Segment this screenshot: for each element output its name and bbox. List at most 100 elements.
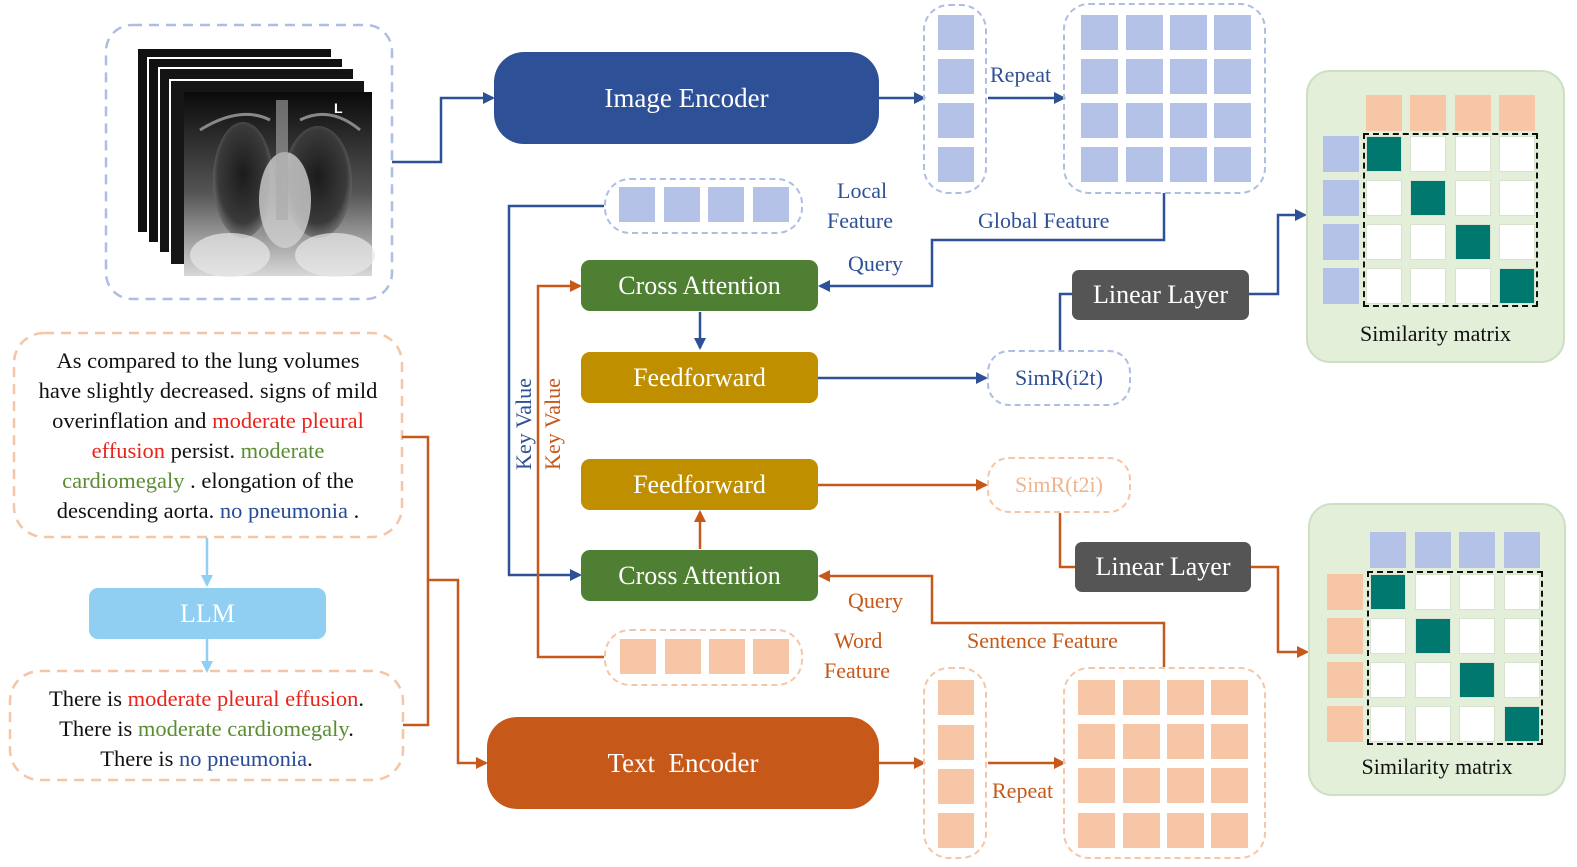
simr-t2i-box: SimR(t2i): [987, 457, 1131, 513]
global-feature-cell: [1214, 59, 1251, 94]
similarity-header-cell: [1323, 136, 1359, 172]
similarity-header-cell: [1366, 95, 1402, 131]
report-line-6: descending aorta. no pneumonia .: [14, 496, 402, 526]
report-text: overinflation and: [52, 408, 213, 433]
global-feature-cell: [1126, 15, 1163, 50]
global-feature-cell: [1214, 103, 1251, 138]
repeat-label-bottom: Repeat: [992, 778, 1054, 803]
local-feature-cell: [619, 187, 655, 222]
query-label-top: Query: [848, 251, 903, 276]
global-feature-label: Global Feature: [978, 208, 1110, 233]
global-feature-cell: [1126, 147, 1163, 182]
similarity-diagonal-cell: [1370, 574, 1406, 610]
global-feature-cell: [1170, 15, 1207, 50]
similarity-cell: [1366, 224, 1402, 260]
finding-pneumonia: no pneumonia: [219, 498, 348, 523]
report-text: There is: [48, 686, 128, 711]
sentence-feature-cell: [1167, 680, 1204, 715]
sentence-feature-label: Sentence Feature: [967, 628, 1118, 653]
similarity-diagonal-cell: [1366, 136, 1402, 172]
local-feature-cell: [708, 187, 744, 222]
similarity-diagonal-frame: [1363, 133, 1538, 307]
text-feature-cell: [938, 769, 974, 804]
similarity-cell: [1459, 706, 1495, 742]
similarity-cell: [1504, 662, 1540, 698]
report-text: .: [347, 498, 360, 523]
local-feature-cell: [753, 187, 789, 222]
local-feature-cell: [664, 187, 700, 222]
similarity-header-cell: [1415, 532, 1451, 568]
similarity-header-cell: [1323, 224, 1359, 260]
similarity-cell: [1415, 662, 1451, 698]
original-report-text: As compared to the lung volumes have sli…: [14, 346, 402, 526]
similarity-header-cell: [1327, 706, 1363, 742]
similarity-diagonal-cell: [1455, 224, 1491, 260]
similarity-cell: [1410, 136, 1446, 172]
xray-front-image: [184, 92, 375, 277]
similarity-header-cell: [1327, 574, 1363, 610]
report-line-5: cardiomegaly . elongation of the: [14, 466, 402, 496]
similarity-header-cell: [1327, 618, 1363, 654]
similarity-header-cell: [1410, 95, 1446, 131]
global-feature-cell: [1170, 147, 1207, 182]
similarity-header-cell: [1327, 662, 1363, 698]
similarity-cell: [1370, 662, 1406, 698]
query-label-bottom: Query: [848, 588, 903, 613]
cross-attention-bottom-block: Cross Attention: [581, 550, 818, 601]
image-encoder-block: Image Encoder: [494, 52, 879, 144]
image-feature-cell: [938, 103, 974, 138]
sentence-feature-cell: [1078, 813, 1115, 848]
local-feature-label-line1: Local: [837, 178, 888, 203]
similarity-matrix-bottom-label: Similarity matrix: [1361, 754, 1513, 779]
cross-attention-top-block: Cross Attention: [581, 260, 818, 311]
global-feature-cell: [1126, 103, 1163, 138]
word-feature-row-frame: [604, 629, 803, 686]
similarity-cell: [1499, 136, 1535, 172]
image-feature-cell: [938, 15, 974, 50]
key-value-label-orange: Key Value: [540, 378, 565, 470]
report-text: .: [348, 716, 354, 741]
similarity-header-cell: [1504, 532, 1540, 568]
structured-line-3: There is no pneumonia.: [10, 744, 403, 774]
similarity-cell: [1504, 574, 1540, 610]
report-line-4: effusion persist. moderate: [14, 436, 402, 466]
global-feature-cell: [1081, 59, 1118, 94]
similarity-header-cell: [1459, 532, 1495, 568]
structured-line-2: There is moderate cardiomegaly.: [10, 714, 403, 744]
global-feature-cell: [1170, 103, 1207, 138]
linear-layer-bottom-block: Linear Layer: [1075, 542, 1251, 592]
similarity-diagonal-cell: [1415, 618, 1451, 654]
report-text: There is: [59, 716, 138, 741]
local-feature-row-frame: [604, 178, 803, 234]
similarity-header-cell: [1370, 532, 1406, 568]
sentence-feature-cell: [1123, 680, 1160, 715]
sentence-feature-cell: [1123, 813, 1160, 848]
similarity-cell: [1410, 268, 1446, 304]
xray-stack: [136, 47, 375, 277]
sentence-feature-cell: [1211, 813, 1248, 848]
finding-cardiomegaly: moderate cardiomegaly: [137, 716, 349, 741]
report-text: . elongation of the: [184, 468, 354, 493]
image-input-frame: [104, 23, 394, 301]
xray-side-marker: L: [334, 100, 343, 116]
similarity-diagonal-cell: [1410, 180, 1446, 216]
structured-line-1: There is moderate pleural effusion.: [10, 684, 403, 714]
local-feature-label-line2: Feature: [827, 208, 893, 233]
sentence-feature-cell: [1123, 724, 1160, 759]
similarity-cell: [1459, 618, 1495, 654]
similarity-cell: [1499, 224, 1535, 260]
global-feature-cell: [1081, 147, 1118, 182]
sentence-feature-cell: [1078, 680, 1115, 715]
similarity-cell: [1499, 180, 1535, 216]
word-feature-cell: [620, 639, 656, 674]
text-feature-cell: [938, 725, 974, 760]
sentence-feature-cell: [1211, 768, 1248, 803]
sentence-feature-cell: [1167, 768, 1204, 803]
sentence-feature-cell: [1167, 724, 1204, 759]
image-feature-cell: [938, 147, 974, 182]
report-text: .: [358, 686, 365, 711]
report-line-3: overinflation and moderate pleural: [14, 406, 402, 436]
report-text: descending aorta.: [56, 498, 220, 523]
report-text: persist.: [164, 438, 241, 463]
